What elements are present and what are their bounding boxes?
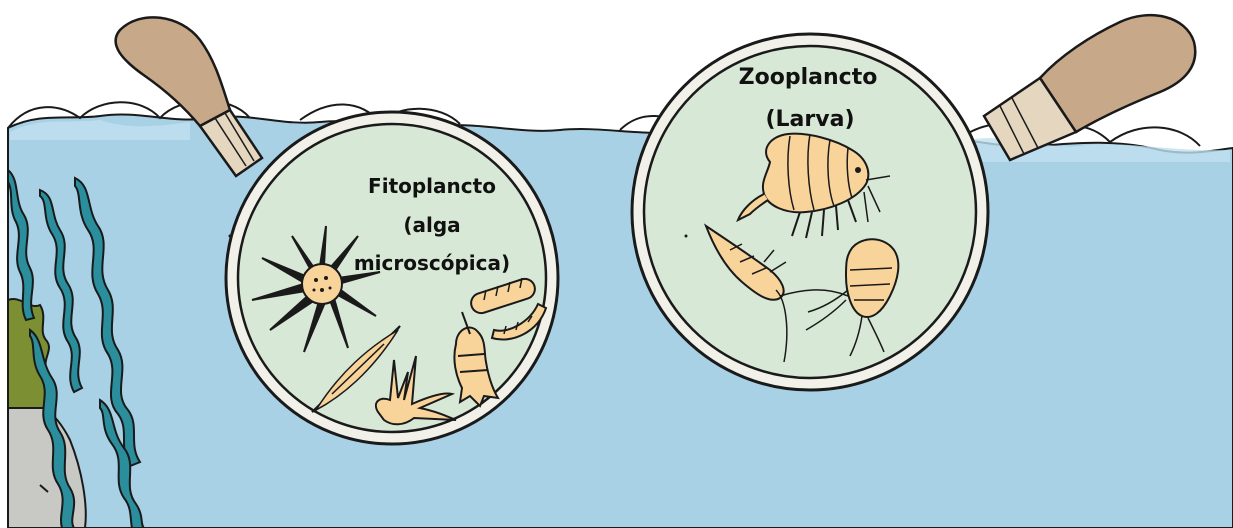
right-lens-label-line-2: (Larva) [765,107,854,132]
right-lens-label-line-1: Zooplancto [739,65,878,90]
left-lens-label-line-1: Fitoplancto [368,174,496,198]
water-speck [229,235,232,238]
water-body [8,114,1233,528]
left-lens-label-line-2: (alga [403,213,460,237]
water-speck [685,235,688,238]
left-lens-label-line-3: microscópica) [354,251,510,275]
